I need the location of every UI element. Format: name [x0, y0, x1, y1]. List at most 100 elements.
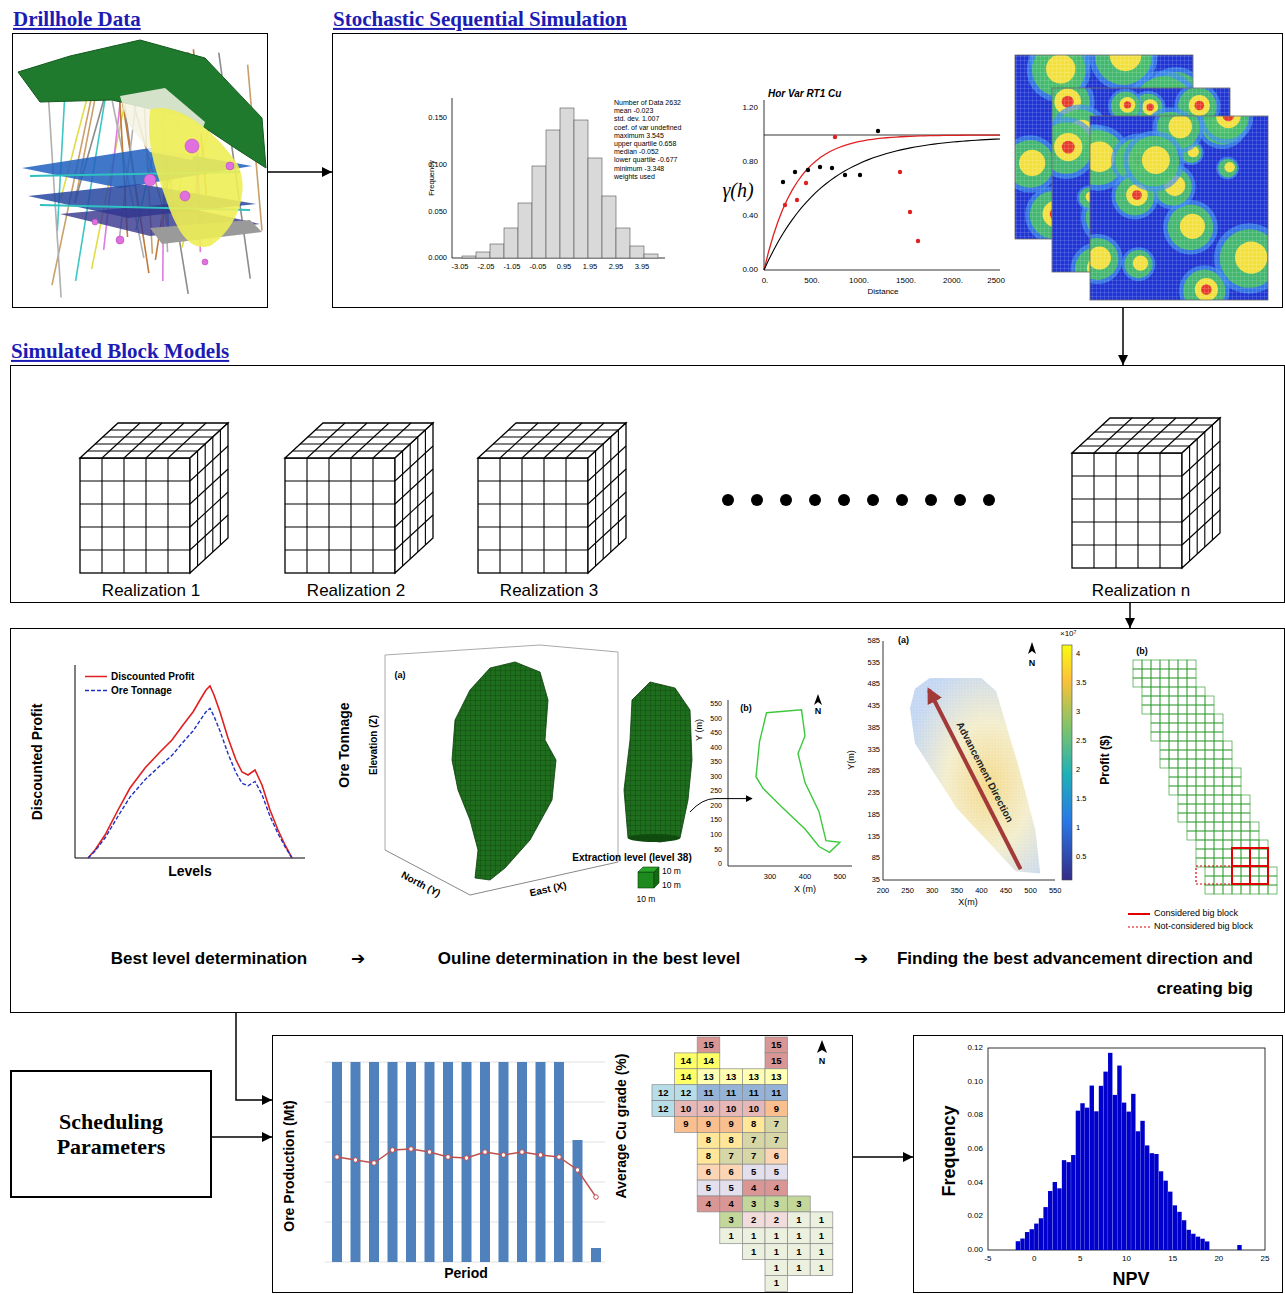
big-block-grid [1223, 831, 1232, 840]
period-number: 7 [751, 1151, 756, 1161]
period-number: 1 [774, 1262, 779, 1272]
legend-text: Discounted Profit [111, 671, 194, 682]
block-model-cube [80, 418, 1220, 573]
big-block-grid [1214, 732, 1223, 741]
section-heading: Stochastic Sequential Simulation [333, 7, 627, 31]
big-block-grid [1196, 777, 1205, 786]
big-block-grid [1133, 678, 1142, 687]
period-cell [720, 1132, 743, 1148]
schedule-chart [464, 1156, 469, 1161]
big-block-grid [1223, 795, 1232, 804]
tick-label: 3.95 [635, 263, 650, 271]
big-block-grid [1169, 786, 1178, 795]
block-model-cube [478, 549, 588, 550]
big-block-grid [1169, 714, 1178, 723]
block-model-cube [1212, 425, 1213, 540]
period-cell [675, 1069, 698, 1085]
histogram [546, 130, 560, 258]
npv-histogram [1108, 1053, 1112, 1250]
variogram [818, 165, 822, 169]
schedule-chart [446, 1155, 451, 1160]
big-block-grid [1169, 750, 1178, 759]
big-block-grid [1241, 885, 1250, 894]
big-block-grid [1151, 714, 1160, 723]
block-model-cube [103, 436, 213, 437]
npv-histogram [1177, 1212, 1181, 1250]
big-block-grid [1169, 678, 1178, 687]
period-cell [742, 1180, 765, 1196]
axis-title: Levels [168, 864, 212, 879]
legend-sample [85, 685, 107, 695]
block-model-cube [395, 446, 433, 481]
period-number: 1 [774, 1231, 779, 1241]
chart-title: Hor Var RT1 Cu [768, 88, 841, 99]
parameter-box: Scheduling Parameters [10, 1070, 212, 1198]
flow-arrow [1129, 603, 1131, 628]
block-model-cube [110, 429, 220, 430]
block-model-cube [80, 526, 190, 527]
block-model-cube [544, 423, 582, 458]
npv-histogram [1154, 1154, 1158, 1250]
schedule-chart [557, 1155, 562, 1160]
period-cell [720, 1101, 743, 1117]
block-model-cube [1137, 453, 1138, 568]
period-cell [697, 1196, 720, 1212]
period-number: 2 [751, 1215, 756, 1225]
period-number: 10 [681, 1103, 692, 1113]
schedule-chart [575, 1168, 580, 1173]
period-cell [697, 1117, 720, 1133]
tick-label: 250 [901, 887, 914, 895]
period-cell [652, 1101, 675, 1117]
big-block-grid [1151, 660, 1160, 669]
profit-map [1028, 642, 1036, 654]
tick-label: 150 [710, 817, 722, 825]
block-model-cube [190, 492, 228, 527]
period-number: 4 [728, 1199, 733, 1209]
period-cell [742, 1196, 765, 1212]
ellipsis-dots [896, 494, 908, 506]
stats-text: lower quartile -0.677 [614, 157, 677, 165]
tick-label: 0.10 [967, 1077, 983, 1086]
big-block-grid [1250, 849, 1259, 858]
tick-label: 2.5 [1076, 737, 1086, 745]
variogram [764, 135, 1000, 270]
tick-label: 400 [710, 744, 722, 752]
tick-label: 1000. [849, 277, 869, 286]
big-block-grid [1223, 759, 1232, 768]
big-block-grid [1205, 885, 1214, 894]
period-cell [720, 1196, 743, 1212]
tick-label: 300 [710, 773, 722, 781]
big-block-grid [1223, 768, 1232, 777]
big-block-grid [1169, 732, 1178, 741]
period-cell [697, 1085, 720, 1101]
period-cell [720, 1085, 743, 1101]
big-block-grid [1205, 723, 1214, 732]
period-number: 9 [774, 1103, 779, 1113]
drillhole-model [92, 219, 98, 225]
big-block-grid [1223, 741, 1232, 750]
drillhole-model [18, 40, 266, 298]
block-model-cube [307, 423, 345, 458]
histogram [560, 108, 574, 258]
period-cell [765, 1101, 788, 1117]
big-block-grid [1232, 768, 1241, 777]
period-cell [765, 1132, 788, 1148]
histogram [588, 158, 602, 258]
big-block-grid [1196, 741, 1205, 750]
tick-label: 2000. [943, 277, 963, 286]
big-block-grid [1205, 750, 1214, 759]
outline-plot [756, 710, 840, 853]
block-model-cube [1095, 431, 1205, 432]
big-block-grid [1187, 750, 1196, 759]
stats-text: minimum -3.348 [614, 165, 664, 173]
axis-title: Average Cu grade (%) [613, 1054, 629, 1199]
legend-item: Ore Tonnage [85, 685, 172, 696]
axis-title: East (X) [529, 880, 568, 899]
big-block-grid [1160, 705, 1169, 714]
big-block-grid [1169, 687, 1178, 696]
histogram [476, 252, 490, 258]
schedule-chart [538, 1153, 543, 1158]
big-block-grid [1250, 885, 1259, 894]
big-block-grid [1214, 813, 1223, 822]
period-number: 8 [706, 1151, 711, 1161]
